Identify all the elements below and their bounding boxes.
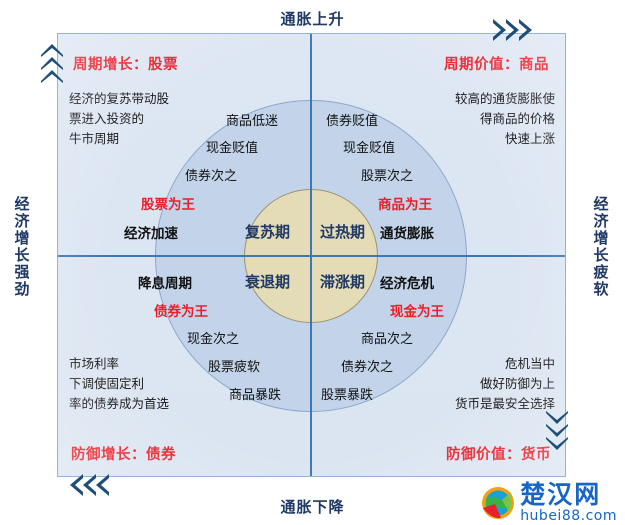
quadrant-title-bottom-left: 防御增长：债券	[71, 447, 176, 463]
quadrant-description-bottom-left: 市场利率 下调使固定利 率的债券成为首选	[69, 356, 170, 411]
cycle-phase-recession: 衰退期	[245, 273, 291, 291]
economy-state-br: 经济危机	[380, 276, 434, 292]
chevrons-up-icon	[41, 44, 63, 83]
quadrant-description-top-left: 经济的复苏带动股 票进入投资的 牛市周期	[69, 91, 170, 146]
chevron-right-icon	[519, 19, 532, 41]
quadrant-title-top-right: 周期价值：商品	[444, 57, 549, 73]
asset-king-br: 现金为王	[390, 304, 444, 320]
axis-label-top: 通胀上升	[280, 10, 345, 28]
site-logo[interactable]: 楚汉网 hubei88.com	[481, 482, 617, 523]
chevron-up-icon	[41, 44, 63, 57]
asset-note-tl-3: 债券次之	[185, 169, 238, 184]
cycle-phase-stagflation: 滞涨期	[320, 273, 366, 291]
chevron-down-icon	[546, 411, 568, 424]
chevrons-left-icon	[70, 474, 109, 496]
axis-label-right: 经济增长疲软	[593, 195, 609, 298]
axis-label-bottom: 通胀下降	[280, 498, 345, 516]
quadrant-title-bottom-right: 防御价值：货币	[446, 447, 551, 463]
chevron-left-icon	[70, 474, 83, 496]
quadrant-description-bottom-right: 危机当中 做好防御为上 货币是最安全选择	[454, 356, 555, 411]
asset-king-tl: 股票为王	[141, 197, 195, 213]
chevrons-right-icon	[493, 19, 532, 41]
asset-king-bl: 债券为王	[154, 304, 208, 320]
asset-note-tr-1: 债券贬值	[326, 114, 379, 129]
chevron-down-icon	[546, 437, 568, 450]
economy-state-tl: 经济加速	[124, 226, 178, 242]
asset-note-br-1: 商品次之	[361, 332, 414, 347]
vertical-axis	[310, 34, 312, 476]
asset-note-br-2: 债券次之	[341, 360, 394, 375]
globe-icon	[481, 486, 515, 520]
quadrant-title-top-left: 周期增长：股票	[73, 57, 178, 73]
logo-text: 楚汉网 hubei88.com	[520, 482, 617, 523]
asset-king-tr: 商品为王	[378, 197, 432, 213]
chevrons-down-icon	[546, 411, 568, 450]
chevron-down-icon	[546, 424, 568, 437]
economy-state-tr: 通货膨胀	[380, 226, 434, 242]
asset-note-tl-1: 商品低迷	[226, 114, 279, 129]
quadrant-description-top-right: 较高的通货膨胀使 得商品的价格 快速上涨	[454, 91, 555, 146]
chevron-left-icon	[83, 474, 96, 496]
cycle-phase-overheat: 过热期	[320, 223, 366, 241]
asset-note-bl-2: 股票疲软	[208, 360, 261, 375]
logo-name-en: hubei88.com	[520, 508, 617, 524]
asset-note-bl-1: 现金次之	[187, 332, 240, 347]
chevron-right-icon	[493, 19, 506, 41]
chevron-left-icon	[96, 474, 109, 496]
quadrant-matrix: 周期增长：股票 经济的复苏带动股 票进入投资的 牛市周期 商品低迷 现金贬值 债…	[57, 33, 566, 477]
economy-state-bl: 降息周期	[138, 276, 192, 292]
axis-label-left: 经济增长强劲	[14, 195, 30, 298]
logo-name-cn: 楚汉网	[520, 480, 602, 509]
chevron-right-icon	[506, 19, 519, 41]
asset-note-tr-2: 现金贬值	[343, 141, 396, 156]
asset-note-bl-3: 商品暴跌	[229, 388, 282, 403]
asset-note-tl-2: 现金贬值	[206, 141, 259, 156]
chevron-up-icon	[41, 57, 63, 70]
asset-note-tr-3: 股票次之	[361, 169, 414, 184]
cycle-phase-recovery: 复苏期	[245, 223, 291, 241]
chevron-up-icon	[41, 70, 63, 83]
asset-note-br-3: 股票暴跌	[321, 388, 374, 403]
